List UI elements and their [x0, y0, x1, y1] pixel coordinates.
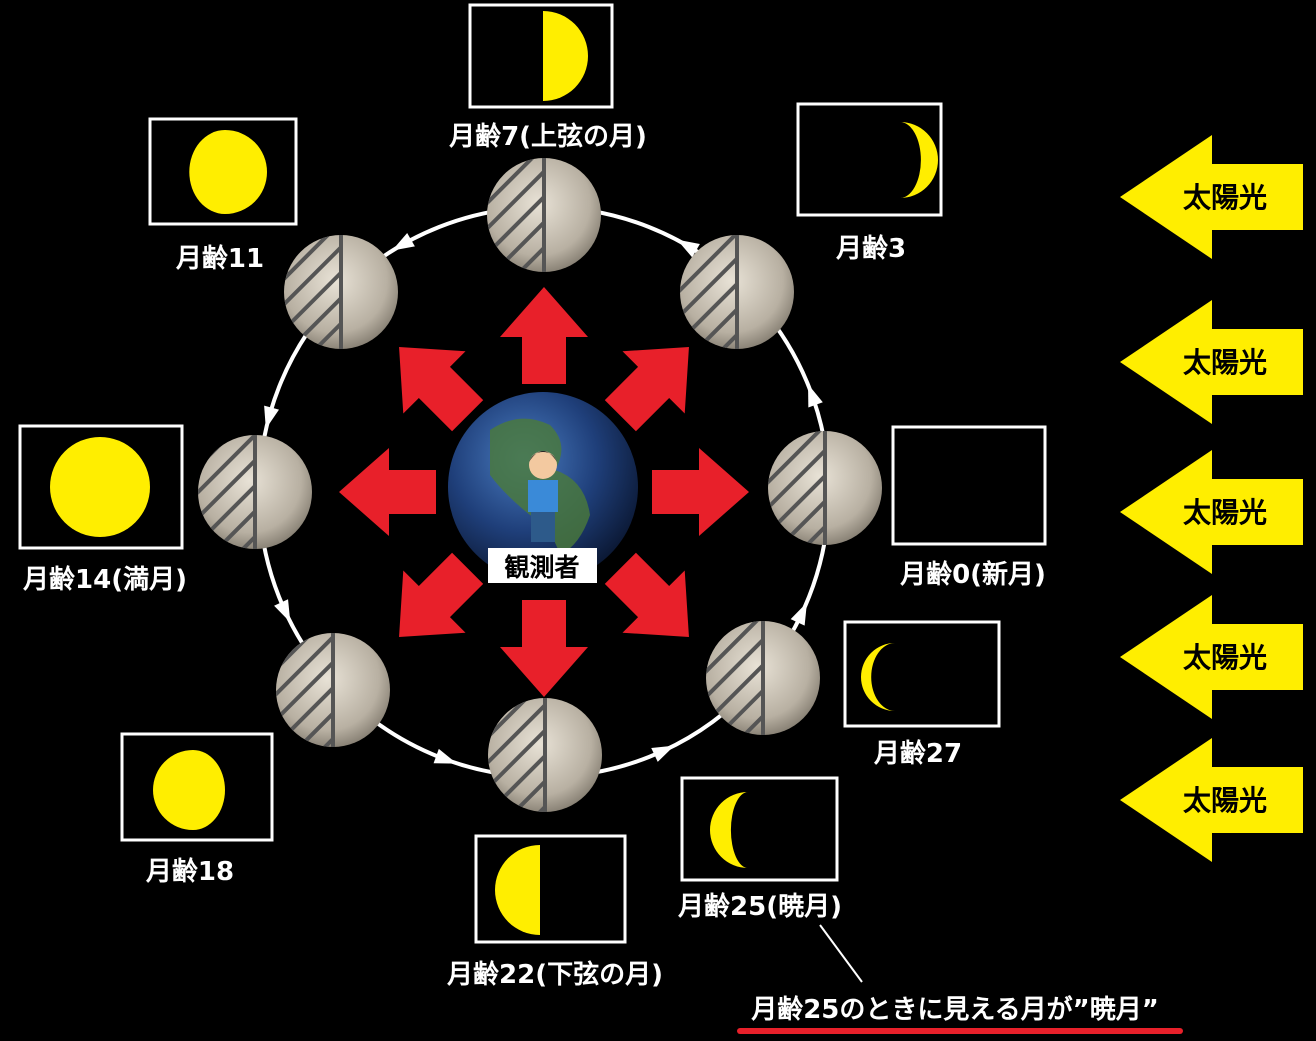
- orbit-direction-arrowhead: [264, 405, 279, 429]
- phase-box-frame: [468, 3, 614, 109]
- sunlight-arrow: 太陽光: [1120, 595, 1303, 719]
- sunlight-arrow-shape: [1120, 450, 1303, 574]
- phase-boxes: 月齢7(上弦の月) 月齢3 月齢11 月齢14(満月) 月齢0(新月) 月齢27 月齢18 月…: [18, 3, 1047, 990]
- moon-dark-side-hatch: [198, 435, 255, 549]
- red-view-arrow: [604, 552, 689, 637]
- phase-label: 月齢0(新月): [899, 559, 1046, 590]
- last-quarter-moon-icon: [495, 845, 540, 935]
- red-view-arrow: [399, 552, 484, 637]
- waxing-gibbous-moon-icon: [189, 130, 267, 214]
- sunlight-label: 太陽光: [1183, 496, 1267, 529]
- phase-label: 月齢18: [145, 856, 234, 887]
- phase-label: 月齢25(暁月): [677, 891, 842, 922]
- phase-label: 月齢7(上弦の月): [448, 121, 647, 152]
- red-view-arrow: [500, 287, 588, 384]
- phase-box-frame: [891, 425, 1047, 546]
- thin-waning-crescent-moon-icon: [861, 643, 895, 711]
- orbit-moon-icon: [276, 633, 390, 747]
- waxing-crescent-moon-icon: [900, 122, 938, 198]
- sunlight-label: 太陽光: [1183, 641, 1267, 674]
- sunlight-arrow-shape: [1120, 595, 1303, 719]
- red-view-arrow: [652, 448, 749, 536]
- sunlight-label: 太陽光: [1183, 784, 1267, 817]
- moon-dark-side-hatch: [488, 698, 545, 812]
- orbit-direction-arrowhead: [676, 239, 700, 258]
- orbit-moon-icon: [680, 235, 794, 349]
- caption: 月齢25のときに見える月が”暁月”: [737, 924, 1183, 1034]
- first-quarter-moon-icon: [543, 11, 588, 101]
- phase-box-frame: [680, 776, 839, 882]
- observer-shirt: [528, 480, 558, 512]
- sunlight-arrow: 太陽光: [1120, 135, 1303, 259]
- phase-label: 月齢11: [175, 243, 264, 274]
- moon-dark-side-hatch: [276, 633, 333, 747]
- orbit-moon-icon: [284, 235, 398, 349]
- phase-box-0: 月齢7(上弦の月): [448, 3, 647, 152]
- phase-label: 月齢3: [835, 233, 906, 264]
- sunlight-label: 太陽光: [1183, 181, 1267, 214]
- orbit-direction-arrowhead: [274, 599, 291, 623]
- callout-line: [819, 924, 863, 983]
- red-view-arrow: [604, 347, 689, 432]
- phase-box-1: 月齢3: [796, 102, 943, 264]
- sunlight-arrow-shape: [1120, 300, 1303, 424]
- phase-box-5: 月齢27: [843, 620, 1001, 769]
- orbit-direction-arrowhead: [433, 748, 457, 764]
- waning-crescent-moon-icon: [710, 792, 748, 868]
- phase-box-6: 月齢18: [120, 732, 274, 887]
- observer-head: [529, 451, 557, 479]
- phase-box-7: 月齢25(暁月): [677, 776, 842, 922]
- phase-box-4: 月齢0(新月): [891, 425, 1047, 590]
- sunlight-arrow-shape: [1120, 135, 1303, 259]
- orbit-moon-icon: [768, 431, 882, 545]
- orbit-direction-arrowhead: [790, 602, 807, 626]
- moon-dark-side-hatch: [284, 235, 341, 349]
- orbit-moon-icon: [706, 621, 820, 735]
- orbit-moon-icon: [198, 435, 312, 549]
- phase-box-2: 月齢11: [148, 117, 298, 274]
- sunlight-arrow: 太陽光: [1120, 738, 1303, 862]
- orbit-moon-icon: [487, 158, 601, 272]
- observer-hair: [529, 451, 557, 462]
- orbit-moon-icon: [488, 698, 602, 812]
- observer-pants: [531, 512, 555, 542]
- phase-box-frame: [474, 834, 627, 944]
- sunlight-arrow: 太陽光: [1120, 300, 1303, 424]
- observer-label: 観測者: [504, 553, 579, 582]
- phase-label: 月齢22(下弦の月): [446, 959, 663, 990]
- phase-label: 月齢27: [873, 738, 962, 769]
- phase-label: 月齢14(満月): [22, 564, 187, 595]
- observer-label-box: [488, 548, 597, 583]
- orbit-direction-arrowhead: [391, 233, 415, 251]
- red-view-arrow: [500, 600, 588, 697]
- sunlight-arrow-shape: [1120, 738, 1303, 862]
- waning-gibbous-moon-icon: [153, 750, 225, 830]
- sunlight-label: 太陽光: [1183, 346, 1267, 379]
- orbit-moons: [198, 158, 882, 812]
- caption-text: 月齢25のときに見える月が”暁月”: [750, 994, 1159, 1025]
- red-view-arrow: [339, 448, 436, 536]
- moon-dark-side-hatch: [487, 158, 544, 272]
- red-view-arrow: [399, 347, 484, 432]
- phase-box-3: 月齢14(満月): [18, 424, 187, 595]
- full-moon-icon: [50, 437, 150, 537]
- earth-with-observer: 観測者: [448, 392, 638, 583]
- view-direction-arrows: [339, 287, 749, 697]
- orbit-direction-arrowhead: [808, 384, 823, 408]
- phase-box-frame: [796, 102, 943, 217]
- moon-dark-side-hatch: [768, 431, 825, 545]
- orbit-direction-arrowhead: [651, 745, 675, 762]
- phase-box-8: 月齢22(下弦の月): [446, 834, 663, 990]
- sunlight-arrow: 太陽光: [1120, 450, 1303, 574]
